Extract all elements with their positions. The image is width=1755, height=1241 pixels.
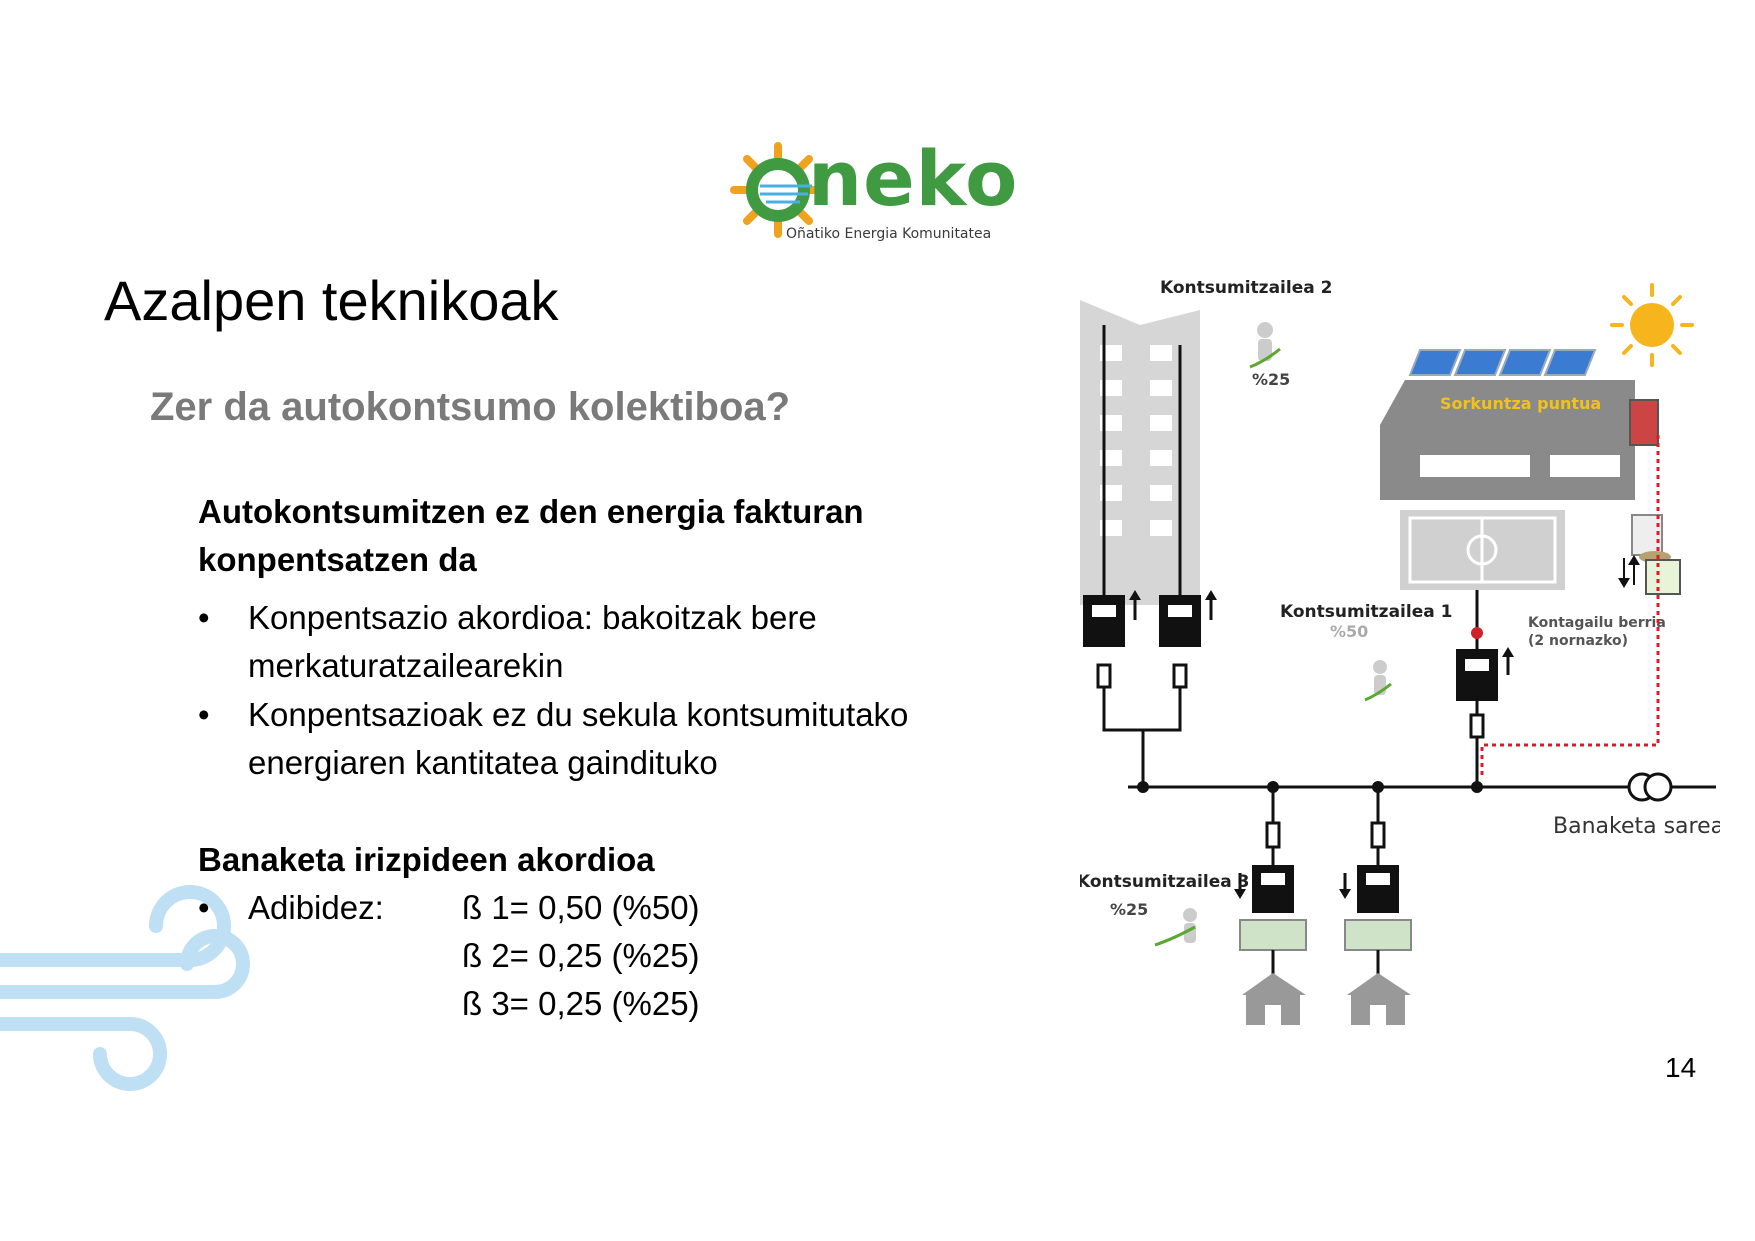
- sun-o-logo-icon: [730, 142, 826, 238]
- generation-point-label: Sorkuntza puntua: [1440, 394, 1601, 413]
- bullet-dot: •: [198, 599, 210, 636]
- new-meter-label: Kontagailu berria: [1528, 615, 1666, 631]
- electric-meter-icon: [1234, 865, 1294, 913]
- consumer-1-label: Kontsumitzailea 1: [1280, 602, 1452, 622]
- electric-meter-icon: [1456, 647, 1514, 701]
- consumer-1-pct: %50: [1330, 622, 1368, 641]
- slide-title: Azalpen teknikoak: [104, 269, 559, 332]
- grid-label: Banaketa sarea: [1553, 814, 1720, 839]
- page-number: 14: [1665, 1052, 1697, 1083]
- oneko-logo: neko Oñatiko Energia Komunitatea: [730, 134, 1050, 250]
- bidirectional-meter-icon: [1618, 555, 1681, 595]
- consumer-2-pct: %25: [1252, 370, 1290, 389]
- coefficient-2: ß 2= 0,25 (%25): [462, 937, 700, 974]
- house-icon: [1347, 973, 1411, 1025]
- bullet-dot: •: [198, 696, 210, 733]
- coefficient-1: ß 1= 0,50 (%50): [462, 889, 700, 926]
- football-field-icon: [1400, 510, 1565, 590]
- consumer-3-pct: %25: [1110, 900, 1148, 919]
- bullet-text: Konpentsazio akordioa: bakoitzak bere me…: [248, 599, 817, 684]
- section-heading-compensation: Autokontsumitzen ez den energia fakturan…: [198, 493, 864, 578]
- slide-subtitle: Zer da autokontsumo kolektiboa?: [150, 385, 791, 429]
- logo-wordmark: neko: [808, 134, 1019, 223]
- house-icon: [1242, 973, 1306, 1025]
- person-plug-icon: [1154, 908, 1197, 947]
- sun-icon: [1610, 283, 1694, 367]
- person-plug-icon: [1249, 322, 1281, 369]
- coefficient-3: ß 3= 0,25 (%25): [462, 985, 700, 1022]
- logo-tagline: Oñatiko Energia Komunitatea: [786, 226, 992, 242]
- bullet-text: Konpentsazioak ez du sekula kontsumituta…: [248, 696, 909, 781]
- electric-meter-icon: [1339, 865, 1399, 913]
- generation-building-icon: [1380, 349, 1659, 500]
- electric-meter-icon: [1083, 590, 1141, 647]
- apartment-building-icon: [1080, 300, 1200, 635]
- new-meter-sublabel: (2 nornazko): [1528, 633, 1628, 649]
- example-label: Adibidez:: [248, 889, 384, 926]
- inverter-icon: [1631, 514, 1671, 563]
- consumer-3-label: Kontsumitzailea 3: [1080, 872, 1249, 892]
- transformer-icon: [1627, 772, 1673, 802]
- consumer-2-label: Kontsumitzailea 2: [1160, 278, 1332, 298]
- wind-decoration-icon: [0, 885, 250, 1091]
- section-heading-distribution: Banaketa irizpideen akordioa: [198, 841, 655, 878]
- electric-meter-icon: [1159, 590, 1217, 647]
- person-plug-icon: [1364, 660, 1392, 702]
- fuse-panel-icon: [1239, 919, 1412, 951]
- bullet-dot: •: [198, 889, 210, 926]
- collective-selfconsumption-diagram: Kontsumitzailea 2 %25 Sorkuntza puntua: [1080, 278, 1720, 1025]
